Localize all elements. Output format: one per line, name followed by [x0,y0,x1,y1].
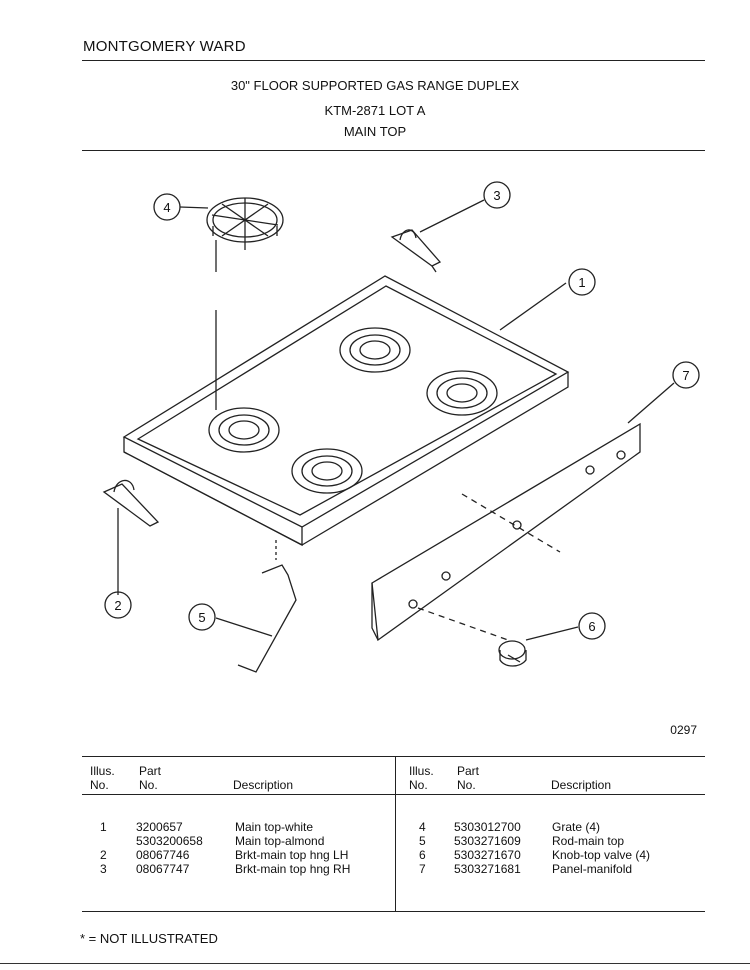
table-row-desc: Brkt-main top hng LH [235,848,349,862]
table-row-part: 5303200658 [136,834,203,848]
rod-drawing [237,540,297,673]
callout-circle-6 [578,612,606,640]
table-row-part: 5303012700 [454,820,521,834]
header-illus-no: No. [90,778,109,792]
header-rule [82,60,705,61]
header-part-no: No. [139,778,158,792]
header-part-no: No. [457,778,476,792]
table-row-illus: 7 [419,862,426,876]
table-row-desc: Main top-white [235,820,314,834]
table-row-part: 5303271681 [454,862,521,876]
callout-circle-5 [188,603,216,631]
bracket-lh-drawing [102,479,160,595]
callout-circle-7 [672,361,700,389]
table-divider [395,757,396,911]
callout-label-4: 4 [163,200,170,215]
table-row-illus: 1 [100,820,107,834]
table-row-illus: 4 [419,820,426,834]
callout-circle-3 [483,181,511,209]
table-row-illus: 3 [100,862,107,876]
header-description: Description [551,778,612,792]
table-row-desc: Rod-main top [552,834,625,848]
leader-lines [179,199,675,641]
header-part: Part [139,764,162,778]
document-title: 30" FLOOR SUPPORTED GAS RANGE DUPLEX [230,78,520,93]
table-row-desc: Main top-almond [235,834,325,848]
diagram-code: 0297 [670,723,697,737]
table-row-desc: Brkt-main top hng RH [235,862,351,876]
header-rule-right [396,794,705,795]
header-part: Part [457,764,480,778]
table-row-part: 3200657 [136,820,183,834]
callout-circle-4 [153,193,181,221]
model-number: KTM-2871 LOT A [324,103,426,118]
table-row-desc: Panel-manifold [552,862,633,876]
header-illus: Illus. [409,764,434,778]
callout-label-5: 5 [198,610,205,625]
callout-label-1: 1 [578,275,585,290]
manifold-panel-drawing [371,422,641,642]
table-row-desc: Grate (4) [552,820,601,834]
header-rule-left [82,794,395,795]
callout-circle-2 [104,591,132,619]
parts-table: Illus. No. Part No. Description Illus. N… [82,756,705,912]
header-illus: Illus. [90,764,115,778]
callout-label-3: 3 [493,188,500,203]
callout-circle-1 [568,268,596,296]
bottom-rule [0,963,750,964]
callout-label-2: 2 [114,598,121,613]
header-description: Description [233,778,294,792]
bracket-rh-drawing [390,229,442,273]
table-row-illus: 6 [419,848,426,862]
knob-drawing [498,640,527,667]
callout-label-7: 7 [682,368,689,383]
parts-diagram: 1 2 3 4 5 6 7 [102,181,700,673]
table-row-illus: 5 [419,834,426,848]
title-rule [82,150,705,151]
main-top-drawing [122,275,570,547]
header-illus-no: No. [409,778,428,792]
table-row-part: 5303271609 [454,834,521,848]
table-row-part: 08067747 [136,862,190,876]
table-row-illus: 2 [100,848,107,862]
section-title: MAIN TOP [343,124,407,139]
table-row-part: 08067746 [136,848,190,862]
table-row-part: 5303271670 [454,848,521,862]
table-row-desc: Knob-top valve (4) [552,848,651,862]
grate-drawing [206,197,284,410]
callout-label-6: 6 [588,619,595,634]
brand-name: MONTGOMERY WARD [83,38,246,55]
burner-drawing [208,327,498,494]
footnote: * = NOT ILLUSTRATED [80,931,218,946]
